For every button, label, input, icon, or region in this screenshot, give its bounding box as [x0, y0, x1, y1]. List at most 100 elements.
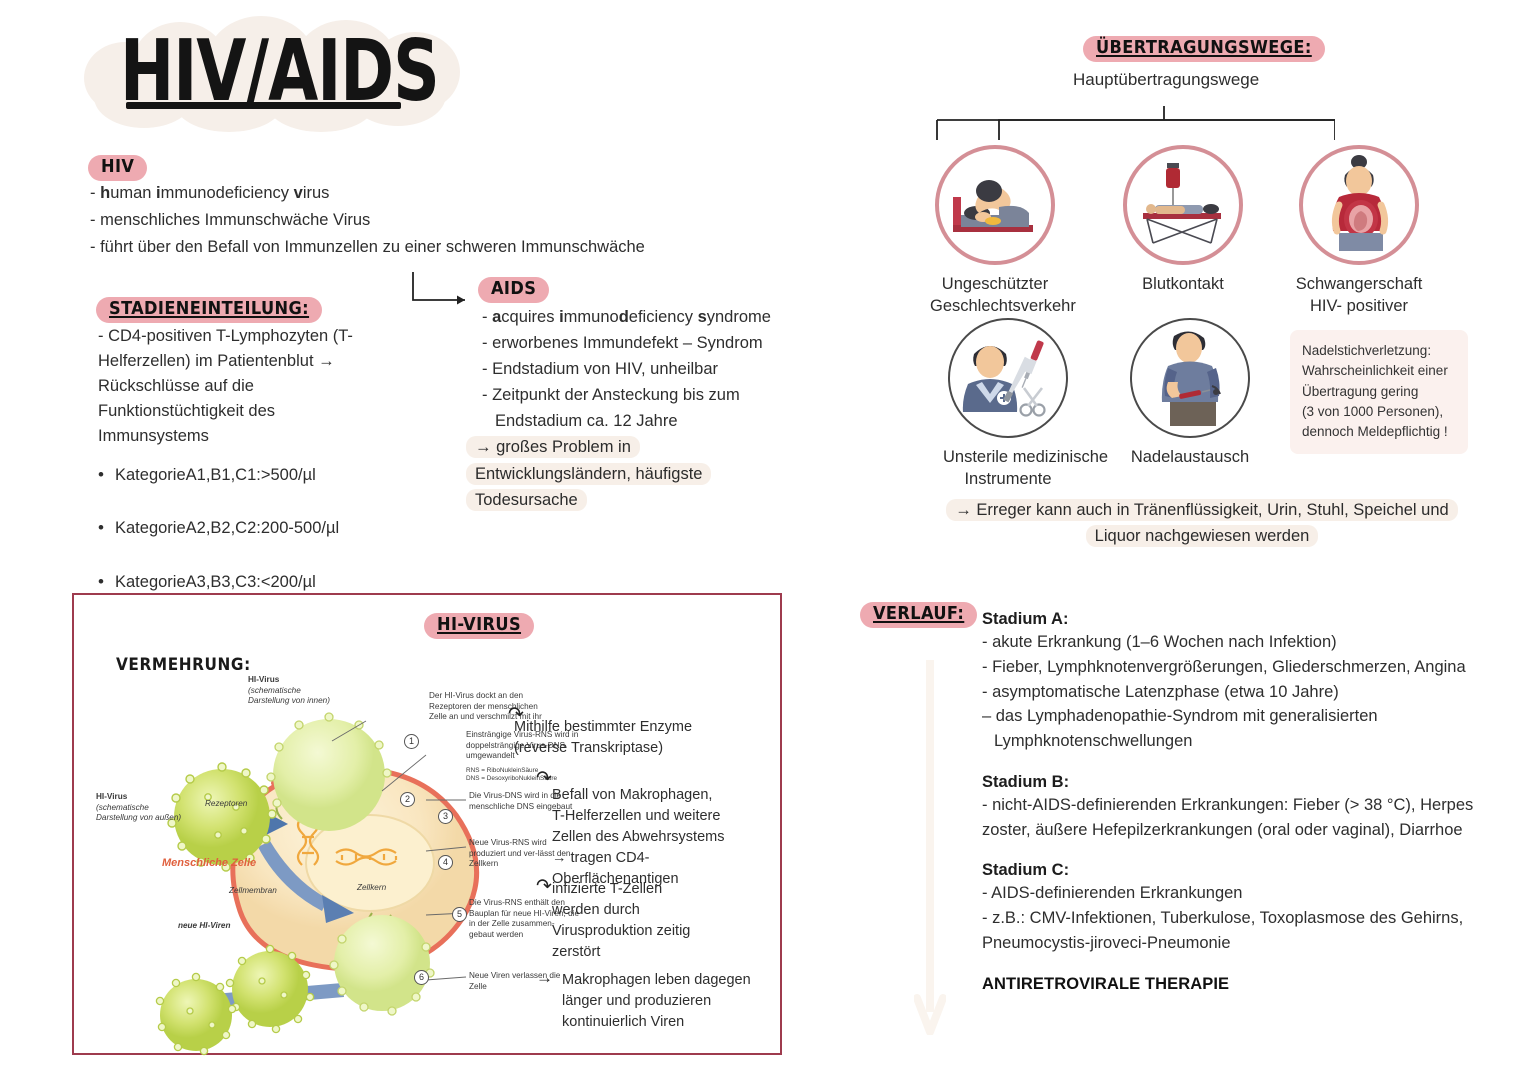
aids-definition-list: - acquires immunodeficiency syndrome - e…	[482, 305, 817, 435]
step-number-1: 1	[404, 734, 419, 749]
verlauf-stage-a: Stadium A: - akute Erkrankung (1–6 Woche…	[982, 610, 1477, 754]
aids-line-5: Endstadium ca. 12 Jahre	[495, 412, 678, 431]
couple-in-bed-icon	[935, 145, 1055, 265]
annotation-1: Mithilfe bestimmter Enzyme (reverse Tran…	[514, 719, 693, 757]
stadien-category-list: KategorieA1,B1,C1:>500/µl KategorieA2,B2…	[98, 462, 363, 595]
blood-transfusion-icon	[1123, 145, 1243, 265]
hiv-definition-list: - human immunodeficiency virus - menschl…	[90, 181, 710, 262]
pregnant-woman-icon	[1299, 145, 1419, 265]
needlestick-note: Nadelstichverletzung:Wahrscheinlichkeit …	[1290, 330, 1468, 455]
verlauf-body: Stadium A: - akute Erkrankung (1–6 Woche…	[982, 610, 1477, 994]
step-text-2-sub: RNS = RiboNukleinSäure DNS = DesoxyriboN…	[466, 767, 596, 783]
step-number-3: 3	[438, 809, 453, 824]
rns-definition: RNS = RiboNukleinSäure	[466, 767, 539, 774]
straight-arrow-icon-4: →	[536, 968, 553, 987]
verlauf-stage-b-heading: Stadium B:	[982, 772, 1070, 791]
list-item: KategorieA3,B3,C3:<200/µl	[98, 569, 363, 595]
curved-arrow-icon-2: ↷	[536, 768, 552, 789]
dns-definition: DNS = DesoxyriboNukleinSäure	[466, 775, 558, 783]
verlauf-stage-a-line-2: - Fieber, Lymphknotenvergrößerungen, Gli…	[982, 657, 1466, 676]
human-cell-label: Menschliche Zelle	[162, 857, 257, 869]
verlauf-stage-a-line-3: - asymptomatische Latenzphase (etwa 10 J…	[982, 682, 1339, 701]
hiv-line-3: - führt über den Befall von Immunzellen …	[90, 238, 645, 257]
hiv-tag: HIV	[88, 155, 148, 181]
verlauf-stage-c-line-1: - AIDS-definierenden Erkrankungen	[982, 884, 1243, 903]
verlauf-tag: VERLAUF:	[860, 602, 978, 628]
stadieneinteilung-tag: STADIENEINTEILUNG:	[96, 297, 323, 323]
stadieneinteilung-body: - CD4-positiven T-Lymphozyten (T-Helferz…	[98, 324, 363, 623]
step-text-5: Die Virus-RNS enthält den Bauplan für ne…	[469, 898, 579, 939]
verlauf-stage-c: Stadium C: - AIDS-definierenden Erkranku…	[982, 861, 1477, 955]
transmission-label-2: Blutkontakt	[1142, 275, 1224, 293]
transmission-footnote: → Erreger kann auch in Tränenflüssigkeit…	[932, 497, 1472, 550]
virus-inside-title: HI-Virus	[248, 675, 280, 684]
transmission-footnote-text: → Erreger kann auch in Tränenflüssigkeit…	[946, 499, 1458, 548]
title-cloud-shape	[78, 14, 460, 132]
aids-line-2: - erworbenes Immundefekt – Syndrom	[482, 334, 763, 353]
page-title: HIV/AIDS	[120, 20, 440, 121]
aids-line-4: - Zeitpunkt der Ansteckung bis zum	[482, 386, 740, 405]
annotation-4: Makrophagen leben dagegen länger und pro…	[562, 972, 751, 1031]
aids-line-3: - Endstadium von HIV, unheilbar	[482, 360, 719, 379]
stadien-lead: - CD4-positiven T-Lymphozyten (T-Helferz…	[98, 327, 353, 446]
list-item: KategorieA2,B2,C2:200-500/µl	[98, 515, 363, 541]
verlauf-stage-b-line-1: - nicht-AIDS-definierenden Erkrankungen:…	[982, 795, 1474, 839]
step-number-6: 6	[414, 970, 429, 985]
virus-replication-artwork	[155, 712, 480, 1056]
aids-note: → großes Problem in Entwicklungsländern,…	[466, 434, 736, 514]
step-number-5: 5	[452, 907, 467, 922]
receptors-label: Rezeptoren	[205, 799, 248, 808]
verlauf-stage-a-line-1: - akute Erkrankung (1–6 Wochen nach Infe…	[982, 633, 1337, 651]
step-text-4: Neue Virus-RNS wird produziert und ver-l…	[469, 838, 571, 868]
new-viruses-label: neue HI-Viren	[178, 921, 231, 930]
page-title-block: HIV/AIDS	[78, 14, 460, 132]
list-item: KategorieA1,B1,C1:>500/µl	[98, 462, 363, 488]
aids-note-text: → großes Problem in Entwicklungsländern,…	[466, 436, 712, 512]
hi-virus-tag-label: HI-VIRUS	[437, 614, 522, 635]
verlauf-stage-c-line-2: - z.B.: CMV-Infektionen, Tuberkulose, To…	[982, 909, 1464, 952]
verlauf-stage-a-line-4: – das Lymphadenopathie-Syndrom mit gener…	[982, 707, 1378, 750]
bracket-connector	[936, 106, 1335, 140]
annotation-3: infizierte T-Zellen werden durch Viruspr…	[552, 881, 691, 961]
step-number-4: 4	[438, 855, 453, 870]
title-underline	[126, 102, 401, 109]
hiv-line-2: - menschliches Immunschwäche Virus	[90, 211, 371, 230]
step-number-2: 2	[400, 792, 415, 807]
step-text-1: Der HI-Virus dockt an den Rezeptoren der…	[429, 691, 542, 721]
verlauf-tag-label: VERLAUF:	[873, 603, 965, 624]
uebertragungswege-tag: ÜBERTRAGUNGSWEGE:	[1083, 36, 1325, 62]
hi-virus-diagram-box: HI-VIRUS VERMEHRUNG:	[72, 593, 782, 1056]
cell-membrane-label: Zellmembran	[229, 886, 277, 895]
curved-arrow-icon-1: ↷	[508, 704, 524, 725]
aids-tag: AIDS	[478, 277, 550, 303]
nucleus-label: Zellkern	[357, 883, 387, 892]
transmission-item-2: Blutkontakt	[1118, 145, 1248, 295]
hi-virus-tag: HI-VIRUS	[424, 613, 535, 639]
stadieneinteilung-tag-label: STADIENEINTEILUNG:	[109, 298, 310, 319]
verlauf-stage-a-heading: Stadium A:	[982, 610, 1069, 628]
step-text-3: Die Virus-DNS wird in die menschliche DN…	[469, 791, 573, 811]
verlauf-stage-c-heading: Stadium C:	[982, 861, 1070, 880]
hiv-to-aids-arrow-icon	[412, 272, 465, 305]
antiretroviral-therapy-label: ANTIRETROVIRALE THERAPIE	[982, 974, 1230, 993]
aids-line-1: - acquires immunodeficiency syndrome	[482, 308, 771, 326]
doctor-instruments-icon	[948, 318, 1068, 438]
verlauf-down-arrow-icon	[914, 660, 946, 1035]
needle-exchange-icon	[1130, 318, 1250, 438]
curved-arrow-icon-3: ↷	[536, 876, 552, 897]
virus-outside-title: HI-Virus	[96, 792, 128, 801]
vermehrung-heading: VERMEHRUNG:	[116, 655, 251, 675]
annotation-2: Befall von Makrophagen, T-Helferzellen u…	[552, 787, 725, 888]
hiv-line-1: - human immunodeficiency virus	[90, 184, 330, 202]
